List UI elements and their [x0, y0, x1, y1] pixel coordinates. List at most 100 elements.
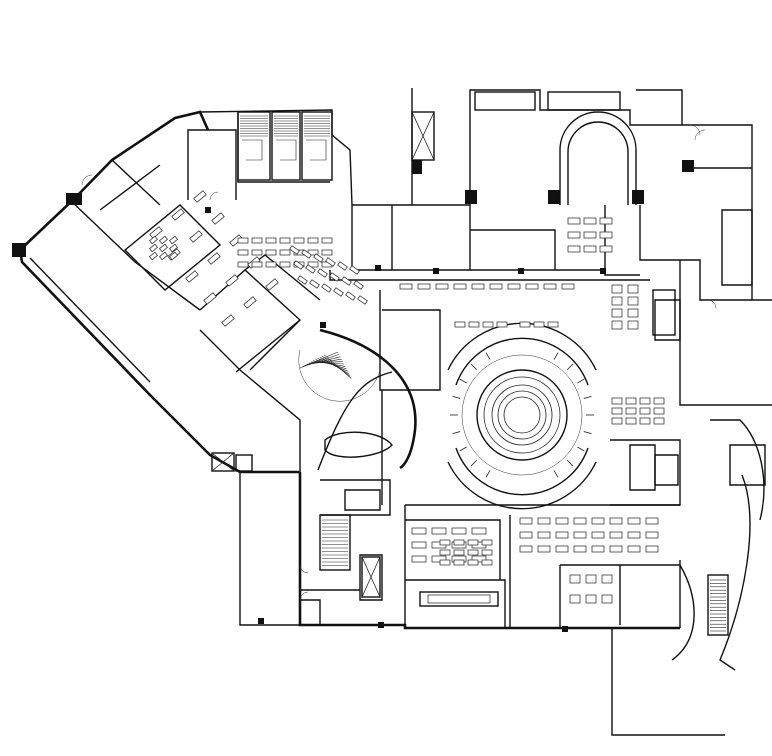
seat-divider [459, 446, 467, 452]
desk [149, 226, 163, 239]
desk [627, 517, 641, 525]
curved-atrium [317, 328, 417, 471]
desk [431, 555, 447, 563]
desk [611, 308, 623, 318]
desk [321, 237, 333, 244]
desk [611, 417, 623, 425]
desk [561, 283, 575, 290]
desk [307, 237, 319, 244]
desk [225, 274, 239, 287]
desk [411, 555, 427, 563]
desk [467, 559, 479, 566]
desk [585, 594, 597, 604]
desk [507, 283, 521, 290]
desk [471, 527, 487, 535]
desk [467, 539, 479, 546]
desk [567, 217, 581, 225]
desk [467, 549, 479, 556]
desk [471, 555, 487, 563]
desk [451, 527, 467, 535]
seat-divider [485, 470, 491, 478]
desk [468, 321, 480, 328]
desk [645, 517, 659, 525]
desk [519, 321, 531, 328]
desk [627, 320, 639, 330]
stair-tread [319, 356, 349, 374]
stair-tread [317, 358, 348, 372]
elevator-shafts [211, 111, 676, 598]
desk [519, 517, 533, 525]
desk [639, 397, 651, 405]
desk [357, 295, 368, 305]
desk [185, 270, 199, 283]
desk [337, 261, 348, 271]
desk [417, 283, 431, 290]
desk [159, 235, 168, 245]
stair-tread [324, 354, 352, 379]
desk [537, 531, 551, 539]
desk [537, 545, 551, 553]
desk [627, 296, 639, 306]
desk [453, 559, 465, 566]
desk [567, 245, 581, 253]
desk [519, 531, 533, 539]
desk [585, 574, 597, 584]
desk [203, 292, 217, 305]
desk [583, 231, 597, 239]
seat-divider [577, 378, 585, 384]
desk [453, 283, 467, 290]
desk [481, 549, 493, 556]
desk [496, 321, 508, 328]
desk [611, 407, 623, 415]
desk [627, 284, 639, 294]
desk [309, 279, 320, 289]
desk [639, 407, 651, 415]
desk [627, 545, 641, 553]
desk [547, 321, 559, 328]
desk [555, 517, 569, 525]
desk [297, 275, 308, 285]
desk [567, 231, 581, 239]
desk [279, 261, 291, 268]
desk [265, 261, 277, 268]
desk [293, 260, 304, 270]
desk [293, 237, 305, 244]
desk [537, 517, 551, 525]
desk [349, 265, 360, 275]
desk [625, 407, 637, 415]
desk [482, 321, 494, 328]
stair-tread [306, 358, 342, 365]
arched-bay [474, 91, 637, 205]
desk [653, 397, 665, 405]
desk [317, 268, 328, 278]
desk [611, 320, 623, 330]
desk [599, 245, 613, 253]
desk [611, 284, 623, 294]
seat-divider [553, 470, 559, 478]
desk [555, 545, 569, 553]
stair-tread [321, 355, 351, 377]
desk [159, 251, 168, 261]
furniture [149, 190, 665, 604]
desk [221, 314, 235, 327]
desk [189, 230, 203, 243]
desk [265, 237, 277, 244]
desk [265, 278, 279, 291]
desk [573, 517, 587, 525]
desk [237, 249, 249, 256]
seat-divider [459, 378, 467, 384]
desk [279, 249, 291, 256]
desk [533, 321, 545, 328]
desk [251, 237, 263, 244]
desk [237, 237, 249, 244]
desk [279, 237, 291, 244]
desk [569, 574, 581, 584]
desk [627, 308, 639, 318]
desk [599, 231, 613, 239]
desk [169, 243, 178, 253]
seat-divider [470, 459, 478, 467]
desk [583, 217, 597, 225]
desk [149, 251, 158, 261]
desk [321, 283, 332, 293]
